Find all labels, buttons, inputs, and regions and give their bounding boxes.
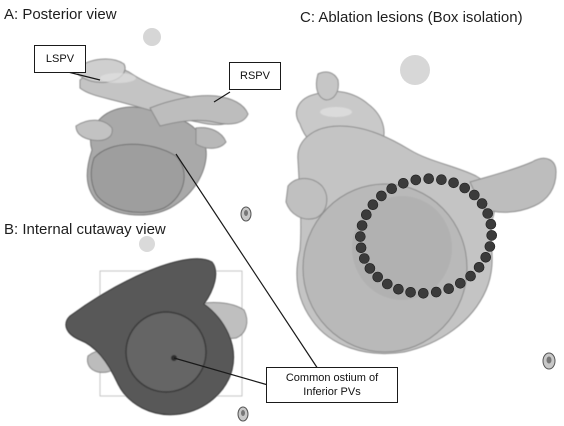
panel-b-ostium-ring [126, 312, 206, 392]
lesion-marker [424, 174, 434, 184]
lesion-marker [431, 287, 441, 297]
panel-b-orientation-icon [238, 407, 248, 421]
lesion-marker [357, 221, 367, 231]
ostium-label-line1: Common ostium of [267, 371, 397, 385]
lspv-label-text: LSPV [35, 46, 85, 72]
lesion-marker [487, 230, 497, 240]
lesion-marker [365, 263, 375, 273]
lesion-marker [469, 190, 479, 200]
lesion-marker [359, 254, 369, 264]
panel-a-reference-marker [143, 28, 161, 46]
lesion-marker [418, 288, 428, 298]
lesion-marker [455, 278, 465, 288]
panel-c-highlight [320, 107, 352, 117]
ostium-label: Common ostium of Inferior PVs [266, 367, 398, 403]
lesion-marker [483, 209, 493, 219]
lesion-marker [477, 199, 487, 209]
panel-c-orientation-icon [543, 353, 555, 369]
panel-a-highlight [100, 73, 136, 83]
lesion-marker [485, 242, 495, 252]
panel-b-cutaway-model [66, 259, 247, 415]
lesion-marker [398, 178, 408, 188]
rspv-label-text: RSPV [230, 63, 280, 89]
lesion-marker [444, 284, 454, 294]
lesion-marker [376, 191, 386, 201]
ostium-label-line2: Inferior PVs [267, 385, 397, 399]
panel-a-inferior-pv-right [196, 128, 226, 149]
lesion-marker [411, 175, 421, 185]
lesion-marker [355, 232, 365, 242]
rspv-label: RSPV [229, 62, 281, 90]
panel-a-lower-dome [91, 144, 184, 212]
lesion-marker [393, 284, 403, 294]
panel-a-inferior-pv-left [76, 120, 112, 140]
lesion-marker [373, 272, 383, 282]
lesion-marker [481, 252, 491, 262]
panel-c-left-lower-vessel [286, 179, 327, 220]
lesion-marker [436, 175, 446, 185]
panel-c-reference-marker [400, 55, 430, 85]
panel-a-title: A: Posterior view [4, 6, 117, 23]
lesion-marker [368, 200, 378, 210]
lesion-marker [356, 243, 366, 253]
lesion-marker [486, 219, 496, 229]
panel-c-upper-stub [316, 72, 338, 100]
lesion-marker [382, 279, 392, 289]
lesion-marker [474, 262, 484, 272]
panel-b-title: B: Internal cutaway view [4, 221, 166, 238]
lesion-marker [460, 183, 470, 193]
panel-b-reference-marker [139, 236, 155, 252]
lesion-marker [406, 287, 416, 297]
panel-c-title: C: Ablation lesions (Box isolation) [300, 9, 523, 26]
panel-a-orientation-icon [241, 207, 251, 221]
lspv-label: LSPV [34, 45, 86, 73]
panel-c-atrium-model [286, 72, 556, 354]
panel-a-atrium-model [76, 59, 248, 215]
lesion-marker [361, 210, 371, 220]
lesion-marker [466, 271, 476, 281]
lesion-marker [387, 184, 397, 194]
lesion-marker [449, 178, 459, 188]
